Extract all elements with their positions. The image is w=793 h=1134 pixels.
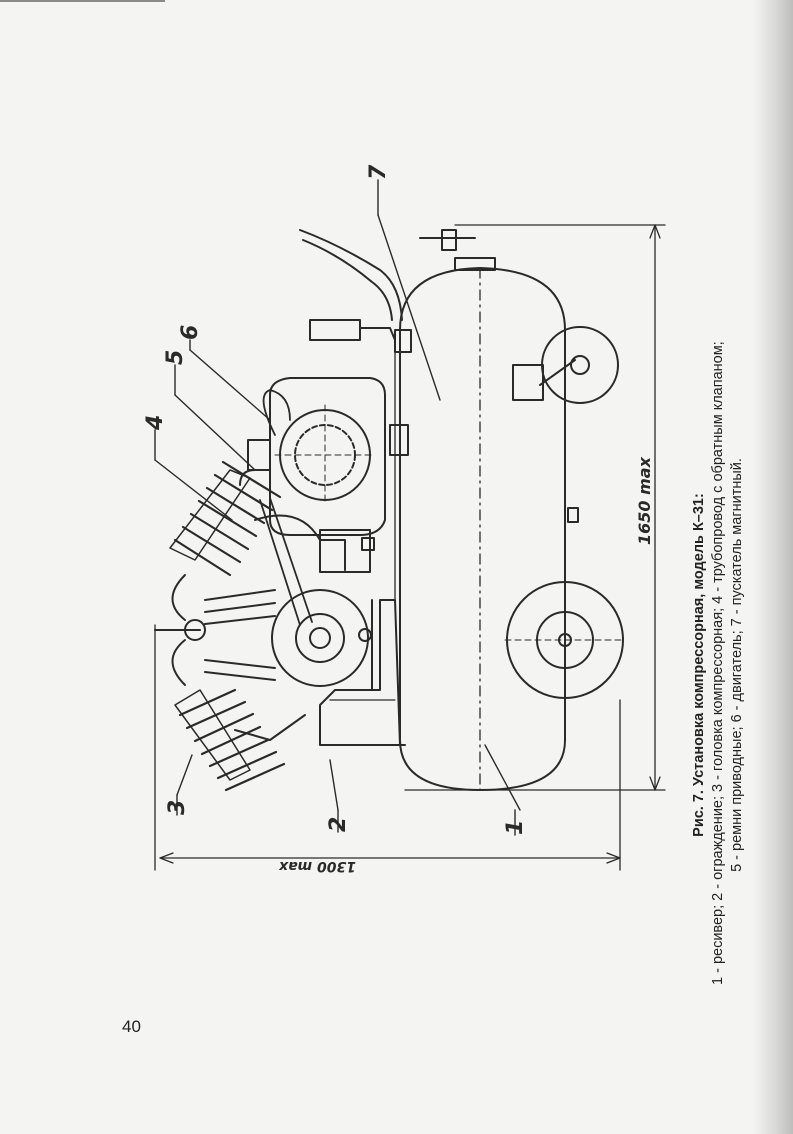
callout-3: 3 xyxy=(165,800,190,815)
cylinder-fins-middle xyxy=(154,574,276,686)
callout-numbers: 1 2 3 4 5 6 7 xyxy=(143,164,528,835)
page-edge-shadow xyxy=(753,0,793,1134)
callout-2: 2 xyxy=(326,817,351,832)
compressor-head xyxy=(234,589,373,741)
callout-6: 6 xyxy=(178,325,203,340)
small-wheel xyxy=(512,326,619,404)
callout-4: 4 xyxy=(143,415,168,431)
dimension-lines xyxy=(154,224,666,871)
callout-7: 7 xyxy=(366,164,391,180)
receiver-tank xyxy=(399,257,579,791)
large-wheel xyxy=(504,581,626,699)
length-dimension-label: 1650 max xyxy=(635,456,654,545)
caption-legend-line-1: 1 - ресивер; 2 - ограждение; 3 - головка… xyxy=(710,341,726,985)
electric-motor xyxy=(269,377,386,536)
callout-1: 1 xyxy=(503,820,528,835)
magnetic-starter xyxy=(309,319,412,601)
leader-lines xyxy=(154,179,521,836)
outlet-pipe xyxy=(299,229,476,321)
cylinder-fins-lower xyxy=(174,688,286,792)
callout-5: 5 xyxy=(163,350,188,365)
drive-belts xyxy=(259,389,313,626)
caption-title: Рис. 7. Установка компрессорная, модель … xyxy=(691,493,707,837)
height-dimension-label: 1300 max xyxy=(278,858,356,874)
page-number: 40 xyxy=(122,1017,141,1036)
caption-legend-line-2: 5 - ремни приводные; 6 - двигатель; 7 - … xyxy=(729,458,745,872)
figure-caption: Рис. 7. Установка компрессорная, модель … xyxy=(690,341,747,985)
guard-frame xyxy=(319,599,406,746)
top-rule xyxy=(0,0,165,2)
